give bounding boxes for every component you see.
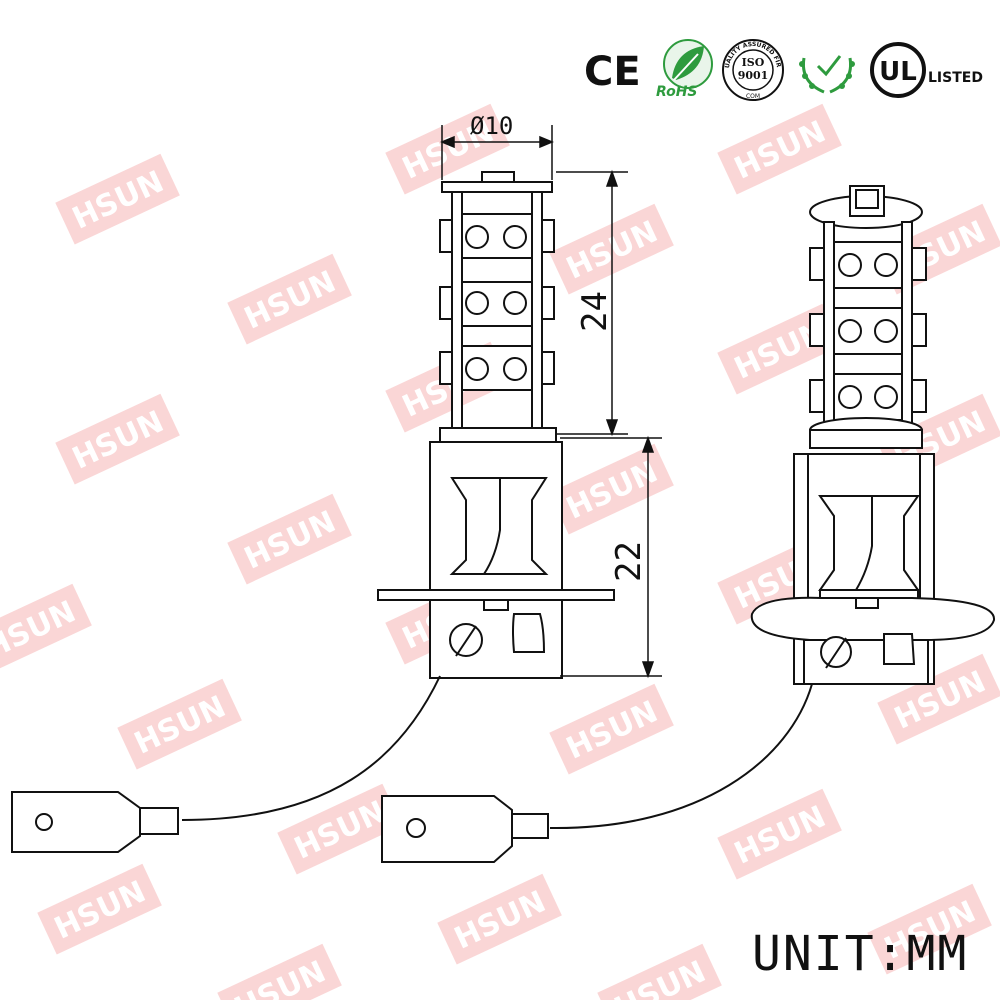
watermark-stamp: HSUN [0,583,92,675]
left-bulb-drawing [11,171,615,853]
ce-mark-icon: CE [584,49,641,95]
iso-sub: COM [746,93,760,100]
ul-listed-icon: UL LISTED [870,42,983,98]
ul-listed-text: LISTED [928,70,983,86]
watermark-stamp: HSUN [37,863,162,955]
watermark-stamp: HSUN [717,103,842,195]
watermark-stamp: HSUN [55,393,180,485]
watermark-stamp: HSUN [55,153,180,245]
watermark-stamp: HSUN [217,943,342,1000]
watermark-stamp: HSUN [227,493,352,585]
watermark-stamp: HSUN [549,683,674,775]
watermark-stamp: HSUN [549,443,674,535]
diameter-label: Ø10 [470,112,513,140]
watermark-stamp: HSUN [437,873,562,965]
watermark-stamp: HSUN [117,678,242,770]
ul-mark-text: UL [879,57,917,87]
dimension-lines [440,125,662,679]
base-height-label: 22 [609,541,649,582]
watermark-stamp: HSUN [227,253,352,345]
iso-number: 9001 [738,69,769,82]
watermark-stamp: HSUN [717,788,842,880]
watermark-stamp: HSUN [597,943,722,1000]
rohs-label: RoHS [656,84,698,100]
laurel-check-icon [799,55,855,94]
rohs-leaf-icon: RoHS [656,39,713,100]
ce-mark-text: CE [584,49,641,95]
unit-label: UNIT:MM [752,926,969,982]
right-bulb-drawing [381,185,995,863]
iso-name: ISO [742,56,765,69]
led-height-label: 24 [575,291,615,332]
